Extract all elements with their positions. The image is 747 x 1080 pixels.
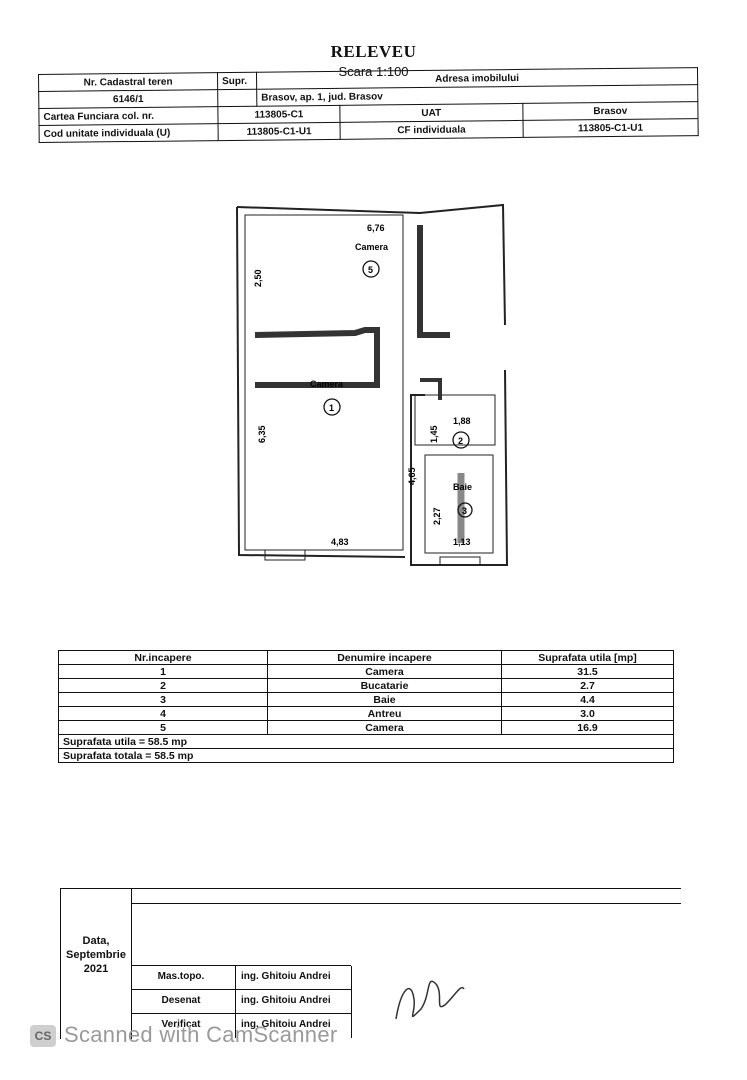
dim-left-bottom: 6,35 [257, 425, 267, 443]
watermark-text: Scanned with CamScanner [64, 1022, 338, 1047]
cf-label: Cartea Funciara col. nr. [38, 106, 219, 126]
date-block: Data, Septembrie 2021 [61, 934, 131, 976]
floor-plan: 6,76 Camera 5 1 Camera 2 3 Baie 1,88 4,8… [236, 203, 509, 566]
dim-hall-height: 4,65 [407, 467, 417, 485]
signature-block: Data, Septembrie 2021 Mas.topo. ing. Ghi… [60, 888, 681, 1039]
cell-nr: 3 [58, 692, 268, 707]
rooms-table: Nr.incapere Denumire incapere Suprafata … [58, 650, 674, 763]
dim-bath-height: 2,27 [432, 507, 442, 525]
engineer-name: ing. Ghitoiu Andrei [241, 1019, 331, 1030]
room-3-outline [424, 454, 494, 554]
engineer-name: ing. Ghitoiu Andrei [241, 971, 331, 982]
role-label: Desenat [161, 995, 201, 1006]
cf-individual-label: CF individuala [339, 120, 524, 140]
room-1-label: Camera [310, 379, 344, 389]
room-1-circle [323, 398, 341, 416]
room-3-circle [457, 502, 473, 518]
cell-nr: 2 [58, 678, 268, 693]
dim-r2-width: 1,88 [453, 416, 471, 426]
uat-label: UAT [339, 103, 523, 123]
cell-name: Camera [267, 720, 502, 735]
dim-left-top: 2,50 [253, 269, 263, 287]
unit-code-value: 113805-C1-U1 [218, 122, 341, 141]
watermark: Scanned with CamScanner [32, 1022, 338, 1048]
table-row: 3 Baie 4.4 [58, 692, 674, 707]
cell-name: Baie [267, 692, 502, 707]
total-useful: Suprafata utila = 58.5 mp [58, 734, 674, 749]
cf-value: 113805-C1 [217, 105, 340, 124]
header-table: Nr. Cadastral teren Supr. Adresa imobilu… [38, 67, 699, 143]
table-row: 2 Bucatarie 2.7 [58, 678, 674, 693]
wall-hall [420, 378, 442, 400]
room-2-number: 2 [458, 436, 463, 446]
table-row: 1 Camera 31.5 [58, 664, 674, 679]
plan-outer-wall-top [236, 203, 506, 326]
total-area: Suprafata totala = 58.5 mp [58, 748, 674, 763]
supr-label: Supr. [217, 72, 257, 90]
supr-value [217, 89, 257, 107]
cell-name: Antreu [267, 706, 502, 721]
unit-code-label: Cod unitate individuala (U) [39, 123, 219, 143]
cell-area: 16.9 [501, 720, 674, 735]
room-5-circle [362, 260, 380, 278]
table-row: 4 Antreu 3.0 [58, 706, 674, 721]
room-5-number: 5 [368, 265, 373, 275]
handwritten-signature [395, 980, 465, 1020]
engineer-name: ing. Ghitoiu Andrei [241, 995, 331, 1006]
cadastral-value: 6146/1 [38, 89, 218, 109]
date-label: Data, [82, 935, 110, 947]
room-1-5-outline [244, 214, 404, 551]
window-left [264, 549, 306, 561]
cell-area: 31.5 [501, 664, 674, 679]
signature-row-verificat: Verificat ing. Ghitoiu Andrei [131, 1013, 353, 1038]
col-header-nr: Nr.incapere [58, 650, 268, 665]
dim-r2-height: 1,45 [429, 425, 439, 443]
role-label: Verificat [161, 1019, 201, 1030]
role-label: Mas.topo. [157, 971, 205, 982]
wall-room5-right [417, 225, 450, 338]
cadastral-label: Nr. Cadastral teren [38, 72, 218, 92]
dim-bottom-left: 4,83 [331, 537, 349, 547]
room-3-number: 3 [462, 506, 467, 516]
cell-area: 3.0 [501, 706, 674, 721]
cell-name: Bucatarie [267, 678, 502, 693]
cell-nr: 5 [58, 720, 268, 735]
cell-name: Camera [267, 664, 502, 679]
uat-value: Brasov [522, 101, 699, 121]
table-row: 5 Camera 16.9 [58, 720, 674, 735]
scale-label: Scara 1:100 [338, 64, 409, 79]
room-2-circle [452, 431, 470, 449]
cell-nr: 1 [58, 664, 268, 679]
date-month: Septembrie [66, 949, 126, 961]
plan-outer-wall-left [236, 206, 406, 558]
col-header-area: Suprafata utila [mp] [501, 650, 674, 665]
room-5-label: Camera [355, 242, 389, 252]
dim-top: 6,76 [367, 223, 385, 233]
dim-bath-width: 1,13 [453, 537, 471, 547]
date-year: 2021 [83, 963, 109, 975]
signature-row-topo: Mas.topo. ing. Ghitoiu Andrei [131, 965, 353, 990]
cell-nr: 4 [58, 706, 268, 721]
camscanner-logo-icon: CS [30, 1025, 56, 1047]
document-title: RELEVEU [330, 42, 417, 61]
wall-between-rooms [254, 327, 380, 388]
col-header-name: Denumire incapere [267, 650, 502, 665]
cell-area: 2.7 [501, 678, 674, 693]
window-right [439, 556, 481, 566]
cf-individual-value: 113805-C1-U1 [522, 118, 699, 138]
room-1-number: 1 [329, 403, 334, 413]
bath-label: Baie [453, 482, 472, 492]
cell-area: 4.4 [501, 692, 674, 707]
signature-row-desenat: Desenat ing. Ghitoiu Andrei [131, 989, 353, 1014]
